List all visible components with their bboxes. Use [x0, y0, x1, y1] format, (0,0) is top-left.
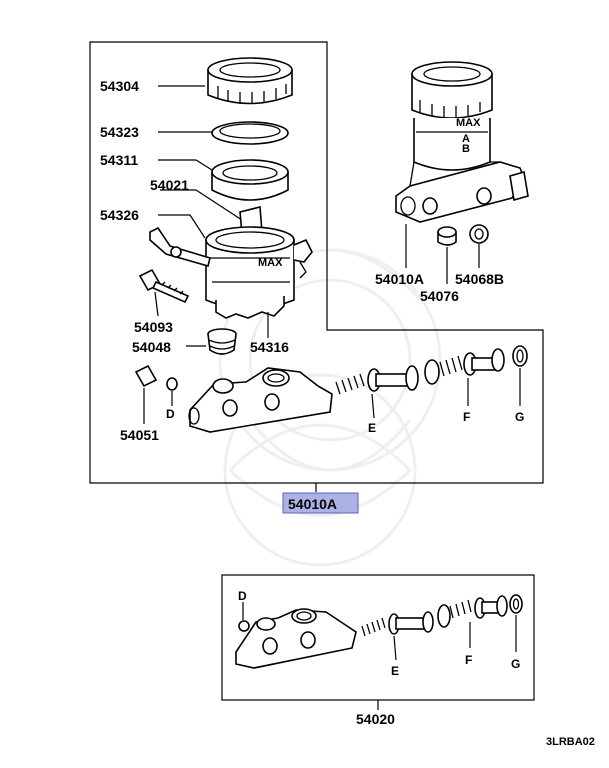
piston-kit-e-lower [361, 611, 434, 637]
kit-letter-f-upper: F [463, 410, 470, 424]
bleeder-screw [134, 364, 158, 388]
seal-54076 [437, 226, 457, 246]
callout-54093: 54093 [134, 319, 173, 335]
reservoir-hose-bracket [149, 226, 211, 267]
callout-54010a-top: 54010A [375, 271, 424, 287]
kit-letter-d-lower: D [238, 589, 247, 603]
callout-54323: 54323 [100, 124, 139, 140]
assembled-max-mark: MAX [456, 117, 481, 129]
piston-kit-e-upper [335, 365, 419, 395]
lower-cylinder-body [235, 608, 357, 669]
mounting-bolt [138, 268, 190, 304]
assembled-master-cylinder: MAX A B [395, 61, 529, 223]
assembled-mark-a: A [462, 133, 470, 145]
kit-letter-e-lower: E [391, 664, 399, 678]
kit-letter-d-upper: D [166, 407, 175, 421]
reservoir-max-mark: MAX [258, 257, 283, 269]
callout-54316: 54316 [250, 339, 289, 355]
upper-cylinder-body [188, 367, 333, 433]
callout-54051: 54051 [120, 427, 159, 443]
main-assembly-frame [89, 41, 544, 484]
kit-letter-g-upper: G [515, 410, 524, 424]
callout-54020: 54020 [356, 711, 395, 727]
kit-letter-f-lower: F [465, 653, 472, 667]
snap-ring-g-upper [512, 345, 528, 367]
callout-54326: 54326 [100, 207, 139, 223]
callout-54068b: 54068B [455, 271, 504, 287]
piston-kit-f-upper [424, 348, 505, 385]
snap-ring-g-lower [509, 594, 523, 614]
reservoir-strainer [211, 159, 289, 201]
reservoir-cap [207, 57, 293, 105]
piston-kit-f-lower [437, 595, 508, 628]
callout-54076: 54076 [420, 288, 459, 304]
kit-letter-g-lower: G [511, 657, 520, 671]
kit-letter-e-upper: E [368, 421, 376, 435]
seal-54068b [469, 224, 489, 244]
reservoir-grommet [207, 328, 237, 355]
callout-54048: 54048 [132, 339, 171, 355]
gasket-d-upper [166, 377, 178, 391]
callout-54010a-main[interactable]: 54010A [288, 496, 337, 512]
diagram-code: 3LRBA02 [546, 736, 595, 748]
assembled-mark-b: B [462, 143, 470, 155]
main-assembly-highlight[interactable] [282, 492, 359, 514]
callout-54021: 54021 [150, 177, 189, 193]
reservoir-seal [211, 121, 289, 145]
gasket-d-lower [238, 620, 250, 632]
watermark-emblem [218, 248, 442, 567]
reservoir-body: MAX [205, 205, 313, 319]
callout-54304: 54304 [100, 78, 139, 94]
callout-54311: 54311 [100, 152, 138, 168]
